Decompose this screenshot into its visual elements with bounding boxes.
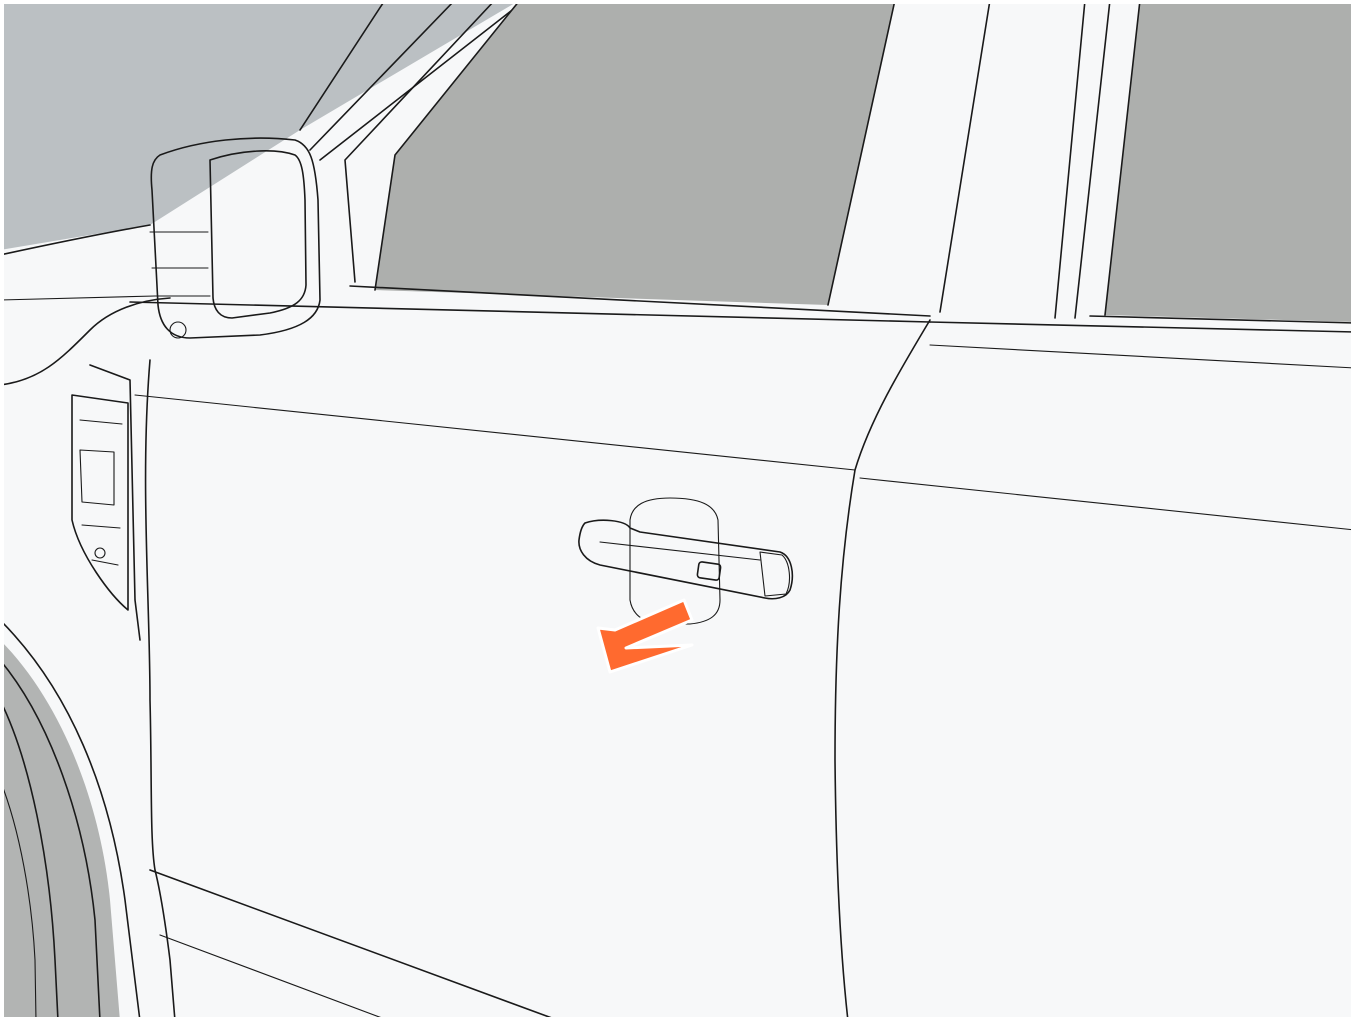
- rear-window-glass: [1105, 0, 1355, 322]
